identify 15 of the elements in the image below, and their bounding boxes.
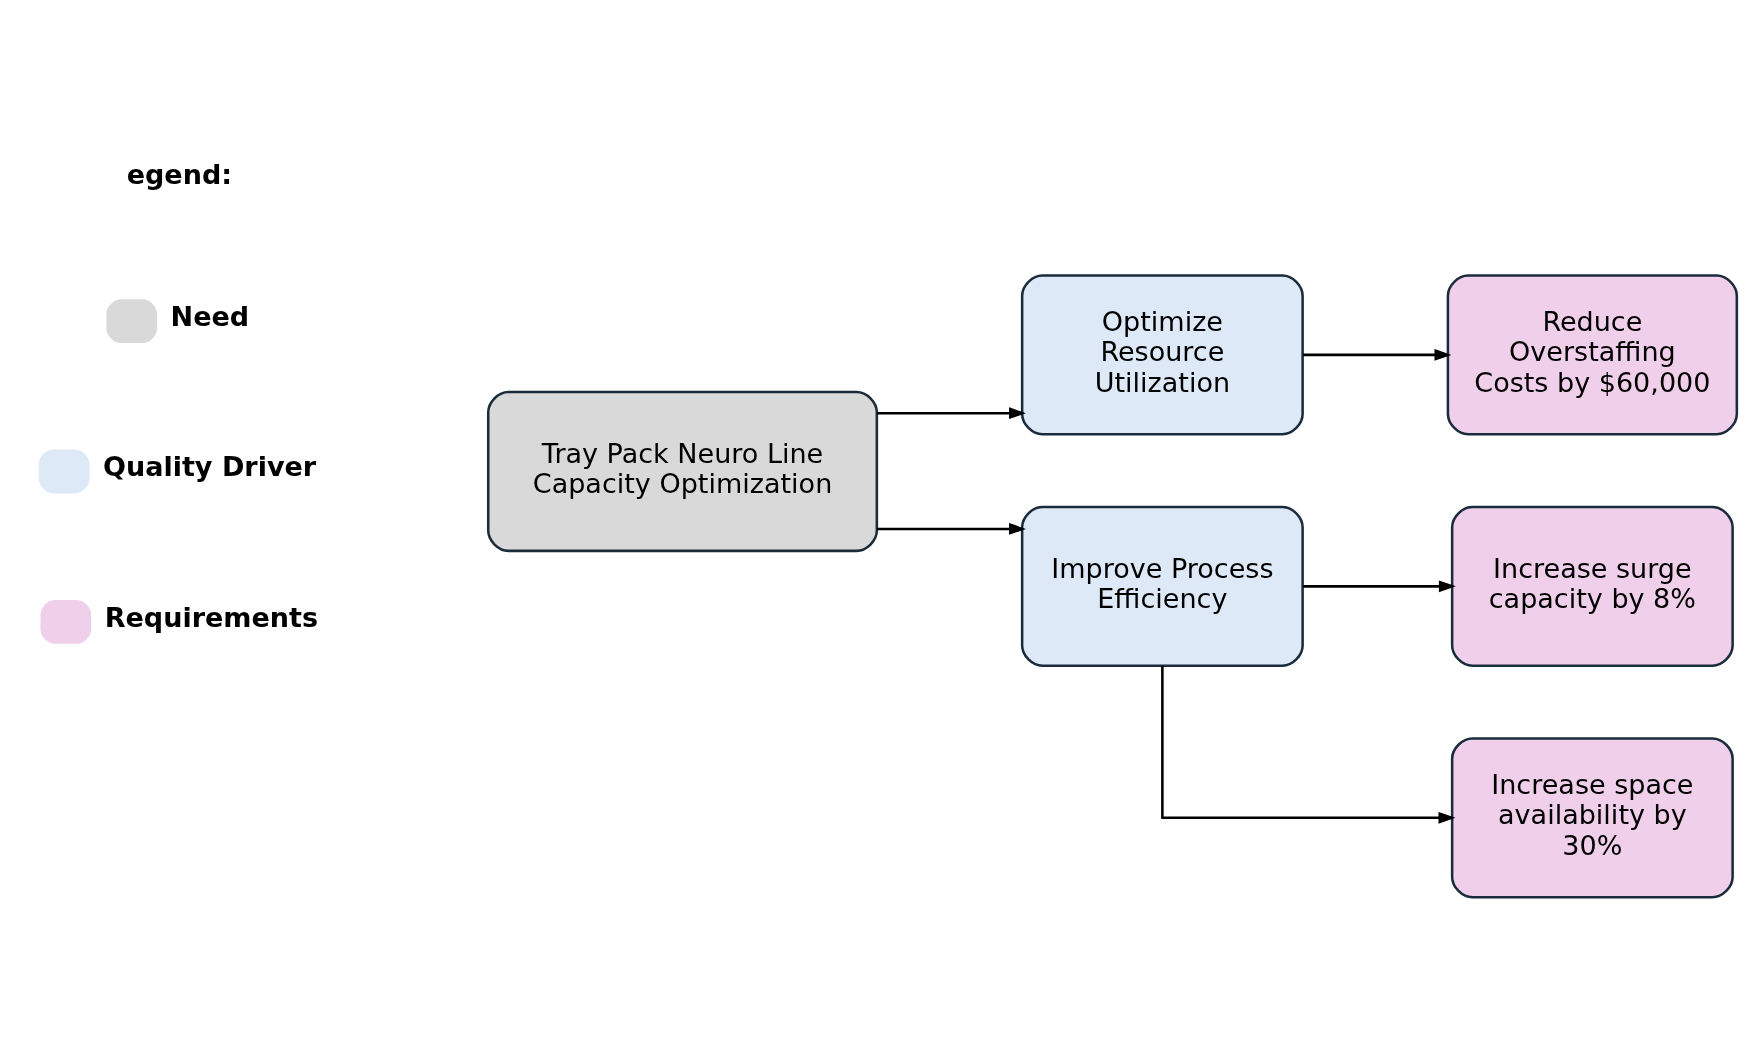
legend-label: Need [170,300,250,332]
legend-label: Quality Driver [103,451,317,483]
node-box: Reduce Overstaffing Costs by $60,000 [1446,274,1739,436]
node-box: Increase space availability by 30% [1450,737,1734,899]
node-box: Tray Pack Neuro Line Capacity Optimization [486,390,879,553]
node-box: Improve Process Efficiency [1020,505,1304,668]
label: egend: [126,158,233,190]
arrow [1161,666,1456,824]
node-box: Optimize Resource Utilization [1020,274,1304,436]
node-box: Increase surge capacity by 8% [1450,505,1734,668]
arrow [1303,580,1456,593]
legend-label: Requirements [104,601,319,633]
arrow [877,407,1026,420]
arrow [1303,348,1452,361]
arrow [877,523,1026,535]
